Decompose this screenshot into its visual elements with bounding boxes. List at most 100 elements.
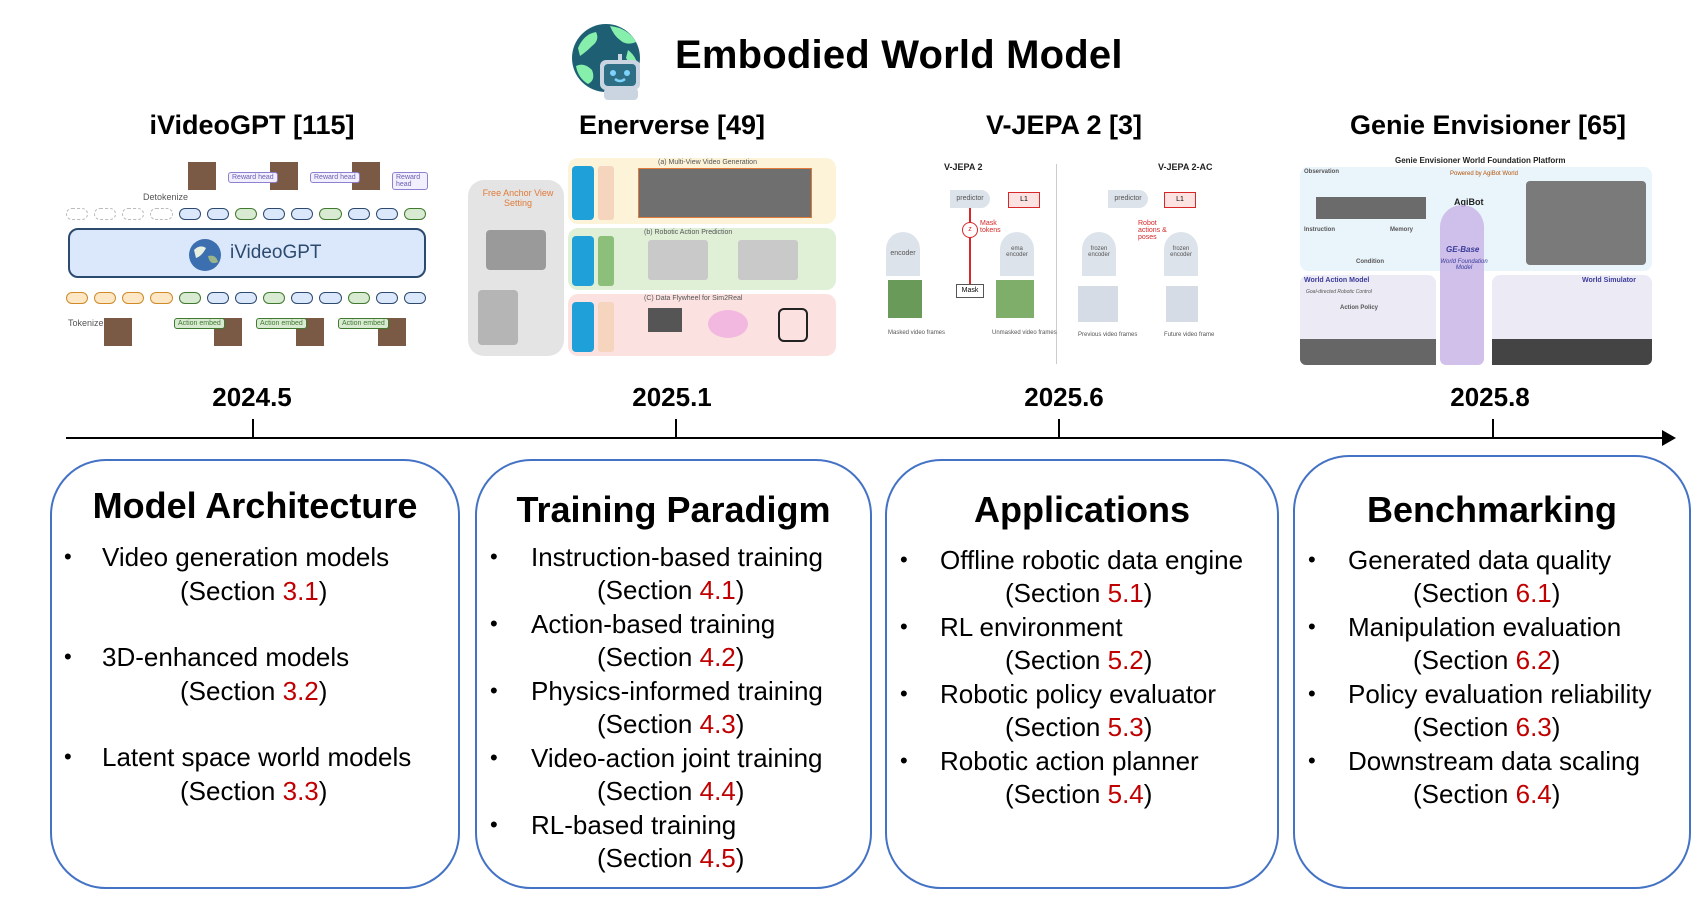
category-item: Manipulation evaluation [1348, 612, 1622, 642]
category-item: Video-action joint training [531, 743, 823, 773]
vjepa2-figure: V-JEPA 2 V-JEPA 2-AC predictor L1 encode… [868, 160, 1248, 365]
reward-head: Reward head [310, 172, 360, 183]
world-action-model-panel: World Action Model Goal-directed Robotic… [1300, 275, 1436, 365]
robot-image [478, 290, 518, 345]
free-anchor-panel: Free Anchor View Setting [468, 180, 564, 356]
divider [1056, 164, 1057, 364]
category-training-paradigm: Training Paradigm [475, 459, 872, 889]
ivideogpt-label: iVideoGPT [230, 242, 322, 263]
category-item: Robotic policy evaluator [940, 679, 1217, 709]
enerverse-panel-c: (C) Data Flywheel for Sim2Real [568, 294, 836, 356]
category-item: RL-based training [531, 810, 737, 840]
date-vjepa2: 2025.6 [1024, 382, 1104, 412]
model-title-vjepa2: V-JEPA 2 [3] [985, 110, 1143, 140]
section-number: 3.1 [282, 576, 319, 606]
section-number: 4.5 [699, 843, 736, 873]
section-reference: (Section 5.2) [1005, 645, 1153, 675]
action-embed: Action embed [174, 318, 225, 329]
bullet-icon: • [1308, 547, 1316, 572]
world-simulator-panel: World Simulator [1492, 275, 1652, 365]
section-number: 6.1 [1515, 578, 1552, 608]
category-item: Video generation models [102, 542, 390, 572]
bullet-icon: • [1308, 748, 1316, 773]
section-number: 6.3 [1515, 712, 1552, 742]
ivideogpt-transformer: iVideoGPT [68, 228, 426, 278]
category-title: Benchmarking [1366, 489, 1618, 530]
section-reference: (Section 4.3) [597, 709, 745, 739]
category-title: Model Architecture [92, 485, 418, 526]
reward-head: Reward head [228, 172, 278, 183]
ivideogpt-figure: Detokenize Tokenize iVideoGPT Reward hea… [48, 158, 428, 358]
category-title: Applications [973, 489, 1191, 530]
section-reference: (Section 6.1) [1413, 578, 1561, 608]
date-enerverse: 2025.1 [632, 382, 712, 412]
bullet-icon: • [900, 748, 908, 773]
timeline-tick [1058, 419, 1060, 439]
section-reference: (Section 4.2) [597, 642, 745, 672]
bullet-icon: • [490, 678, 498, 703]
page-title: Embodied World Model [675, 33, 1123, 77]
timeline-tick [675, 419, 677, 439]
category-item: 3D-enhanced models [102, 642, 350, 672]
category-item: RL environment [940, 612, 1123, 642]
category-item: Instruction-based training [531, 542, 823, 572]
generated-video [1526, 181, 1646, 265]
model-title-genie-envisioner: Genie Envisioner [65] [1349, 110, 1627, 140]
enerverse-figure: Free Anchor View Setting (a) Multi-View … [468, 158, 838, 368]
category-item: Robotic action planner [940, 746, 1199, 776]
category-applications: Applications [885, 459, 1279, 889]
reconstruction-image [486, 230, 546, 270]
section-number: 3.2 [282, 676, 319, 706]
section-reference: (Section 6.3) [1413, 712, 1561, 742]
detokenize-label: Detokenize [143, 192, 189, 202]
globe-robot-icon [572, 24, 640, 100]
output-token-row [66, 208, 427, 220]
bullet-icon: • [490, 812, 498, 837]
action-embed: Action embed [256, 318, 307, 329]
timeline-axis [66, 437, 1666, 439]
date-ivideogpt: 2024.5 [212, 382, 292, 412]
observation-frame [104, 318, 132, 346]
section-number: 5.2 [1107, 645, 1144, 675]
bullet-icon: • [900, 547, 908, 572]
section-reference: (Section 4.4) [597, 776, 745, 806]
bullet-icon: • [900, 614, 908, 639]
action-embed: Action embed [338, 318, 389, 329]
bullet-icon: • [1308, 614, 1316, 639]
mask-token-path [969, 208, 971, 288]
bullet-icon: • [64, 744, 72, 769]
category-item: Policy evaluation reliability [1348, 679, 1652, 709]
category-item: Offline robotic data engine [940, 545, 1244, 575]
section-reference: (Section 6.4) [1413, 779, 1561, 809]
section-reference: (Section 6.2) [1413, 645, 1561, 675]
ge-base-rocket [1440, 205, 1484, 365]
reward-head: Reward head [392, 172, 428, 190]
section-reference: (Section 3.3) [180, 776, 328, 806]
section-reference: (Section 5.4) [1005, 779, 1153, 809]
section-reference: (Section 3.2) [180, 676, 328, 706]
bullet-icon: • [900, 681, 908, 706]
timeline-arrow-icon [1662, 430, 1676, 446]
bullet-icon: • [1308, 681, 1316, 706]
category-item: Generated data quality [1348, 545, 1612, 575]
section-number: 6.2 [1515, 645, 1552, 675]
bullet-icon: • [490, 544, 498, 569]
section-reference: (Section 5.1) [1005, 578, 1153, 608]
section-number: 4.2 [699, 642, 736, 672]
future-video-frame [1166, 286, 1198, 322]
bullet-icon: • [64, 544, 72, 569]
tokenize-label: Tokenize [68, 318, 104, 328]
section-number: 3.3 [282, 776, 319, 806]
category-item: Action-based training [531, 609, 776, 639]
predicted-frame [188, 162, 216, 190]
section-reference: (Section 3.1) [180, 576, 328, 606]
section-number: 5.3 [1107, 712, 1144, 742]
category-benchmarking: Benchmarking [1293, 455, 1691, 889]
masked-video-frames [888, 280, 922, 318]
earth-icon [189, 239, 221, 271]
section-number: 4.3 [699, 709, 736, 739]
section-reference: (Section 5.3) [1005, 712, 1153, 742]
section-number: 4.4 [699, 776, 736, 806]
multiview-frames [638, 168, 812, 218]
section-number: 4.1 [699, 575, 736, 605]
